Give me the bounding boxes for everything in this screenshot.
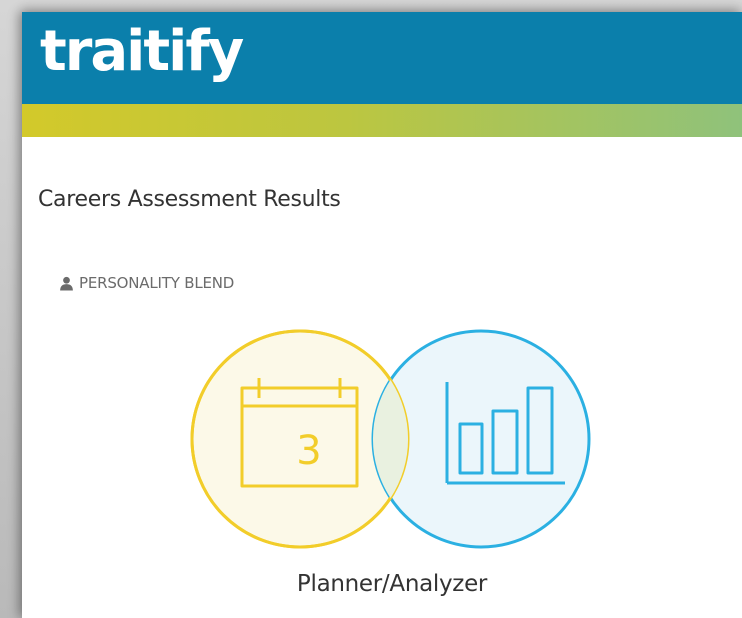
traitify-logo[interactable]: traitify: [38, 16, 268, 96]
app-header: traitify: [22, 12, 742, 104]
page-title: Careers Assessment Results: [38, 187, 341, 212]
header-gradient-bar: [22, 104, 742, 137]
bar-chart-icon: [445, 382, 565, 485]
overlap-region: [372, 380, 409, 498]
calendar-day-number: 3: [296, 428, 321, 474]
logo-text: traitify: [40, 19, 244, 84]
personality-blend-name: Planner/Analyzer: [296, 571, 488, 597]
user-icon: [60, 276, 73, 291]
calendar-icon: 3: [240, 378, 359, 488]
results-card: traitify Careers Assessment Results PERS…: [22, 12, 742, 618]
personality-blend-heading: PERSONALITY BLEND: [59, 274, 234, 292]
personality-venn-diagram: 3: [190, 329, 591, 549]
personality-blend-label: PERSONALITY BLEND: [79, 274, 235, 292]
